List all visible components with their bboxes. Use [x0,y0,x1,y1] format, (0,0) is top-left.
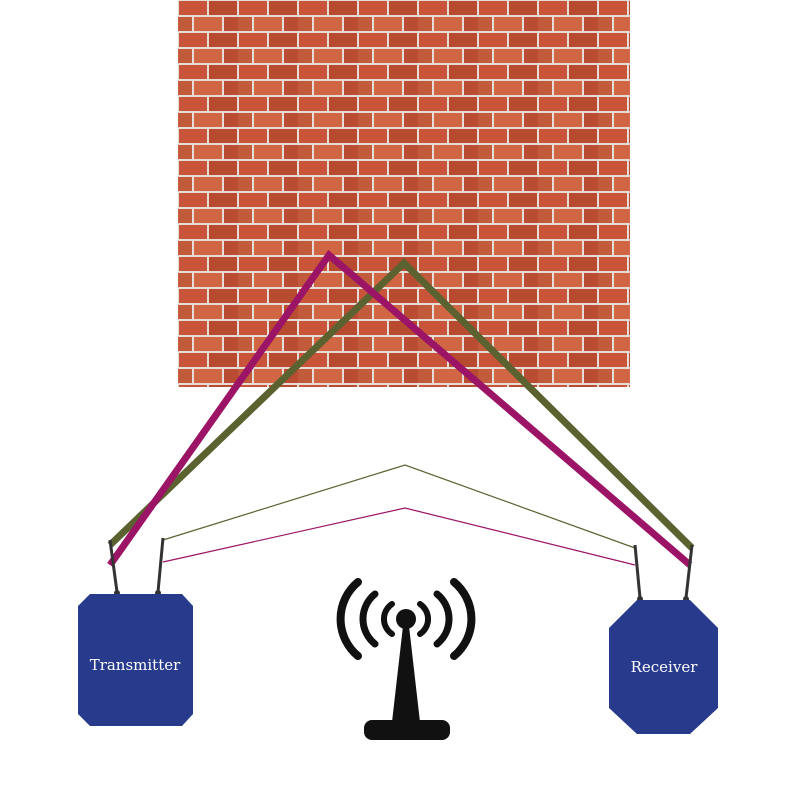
direct-path-olive [162,464,636,549]
receiver-device: Receiver [609,600,718,734]
receiver-label: Receiver [631,658,699,676]
brick-wall-icon [178,0,630,387]
reflected-path-magenta [107,249,693,568]
direct-path-magenta [162,507,636,566]
tower-mast [364,609,450,740]
transmitter-device: Transmitter [78,594,193,726]
receiver-antennas [633,544,694,602]
wireless-tower-icon [336,578,476,660]
transmitter-antennas [108,537,165,596]
transmitter-label: Transmitter [90,656,181,674]
reflected-path-olive [107,258,695,551]
